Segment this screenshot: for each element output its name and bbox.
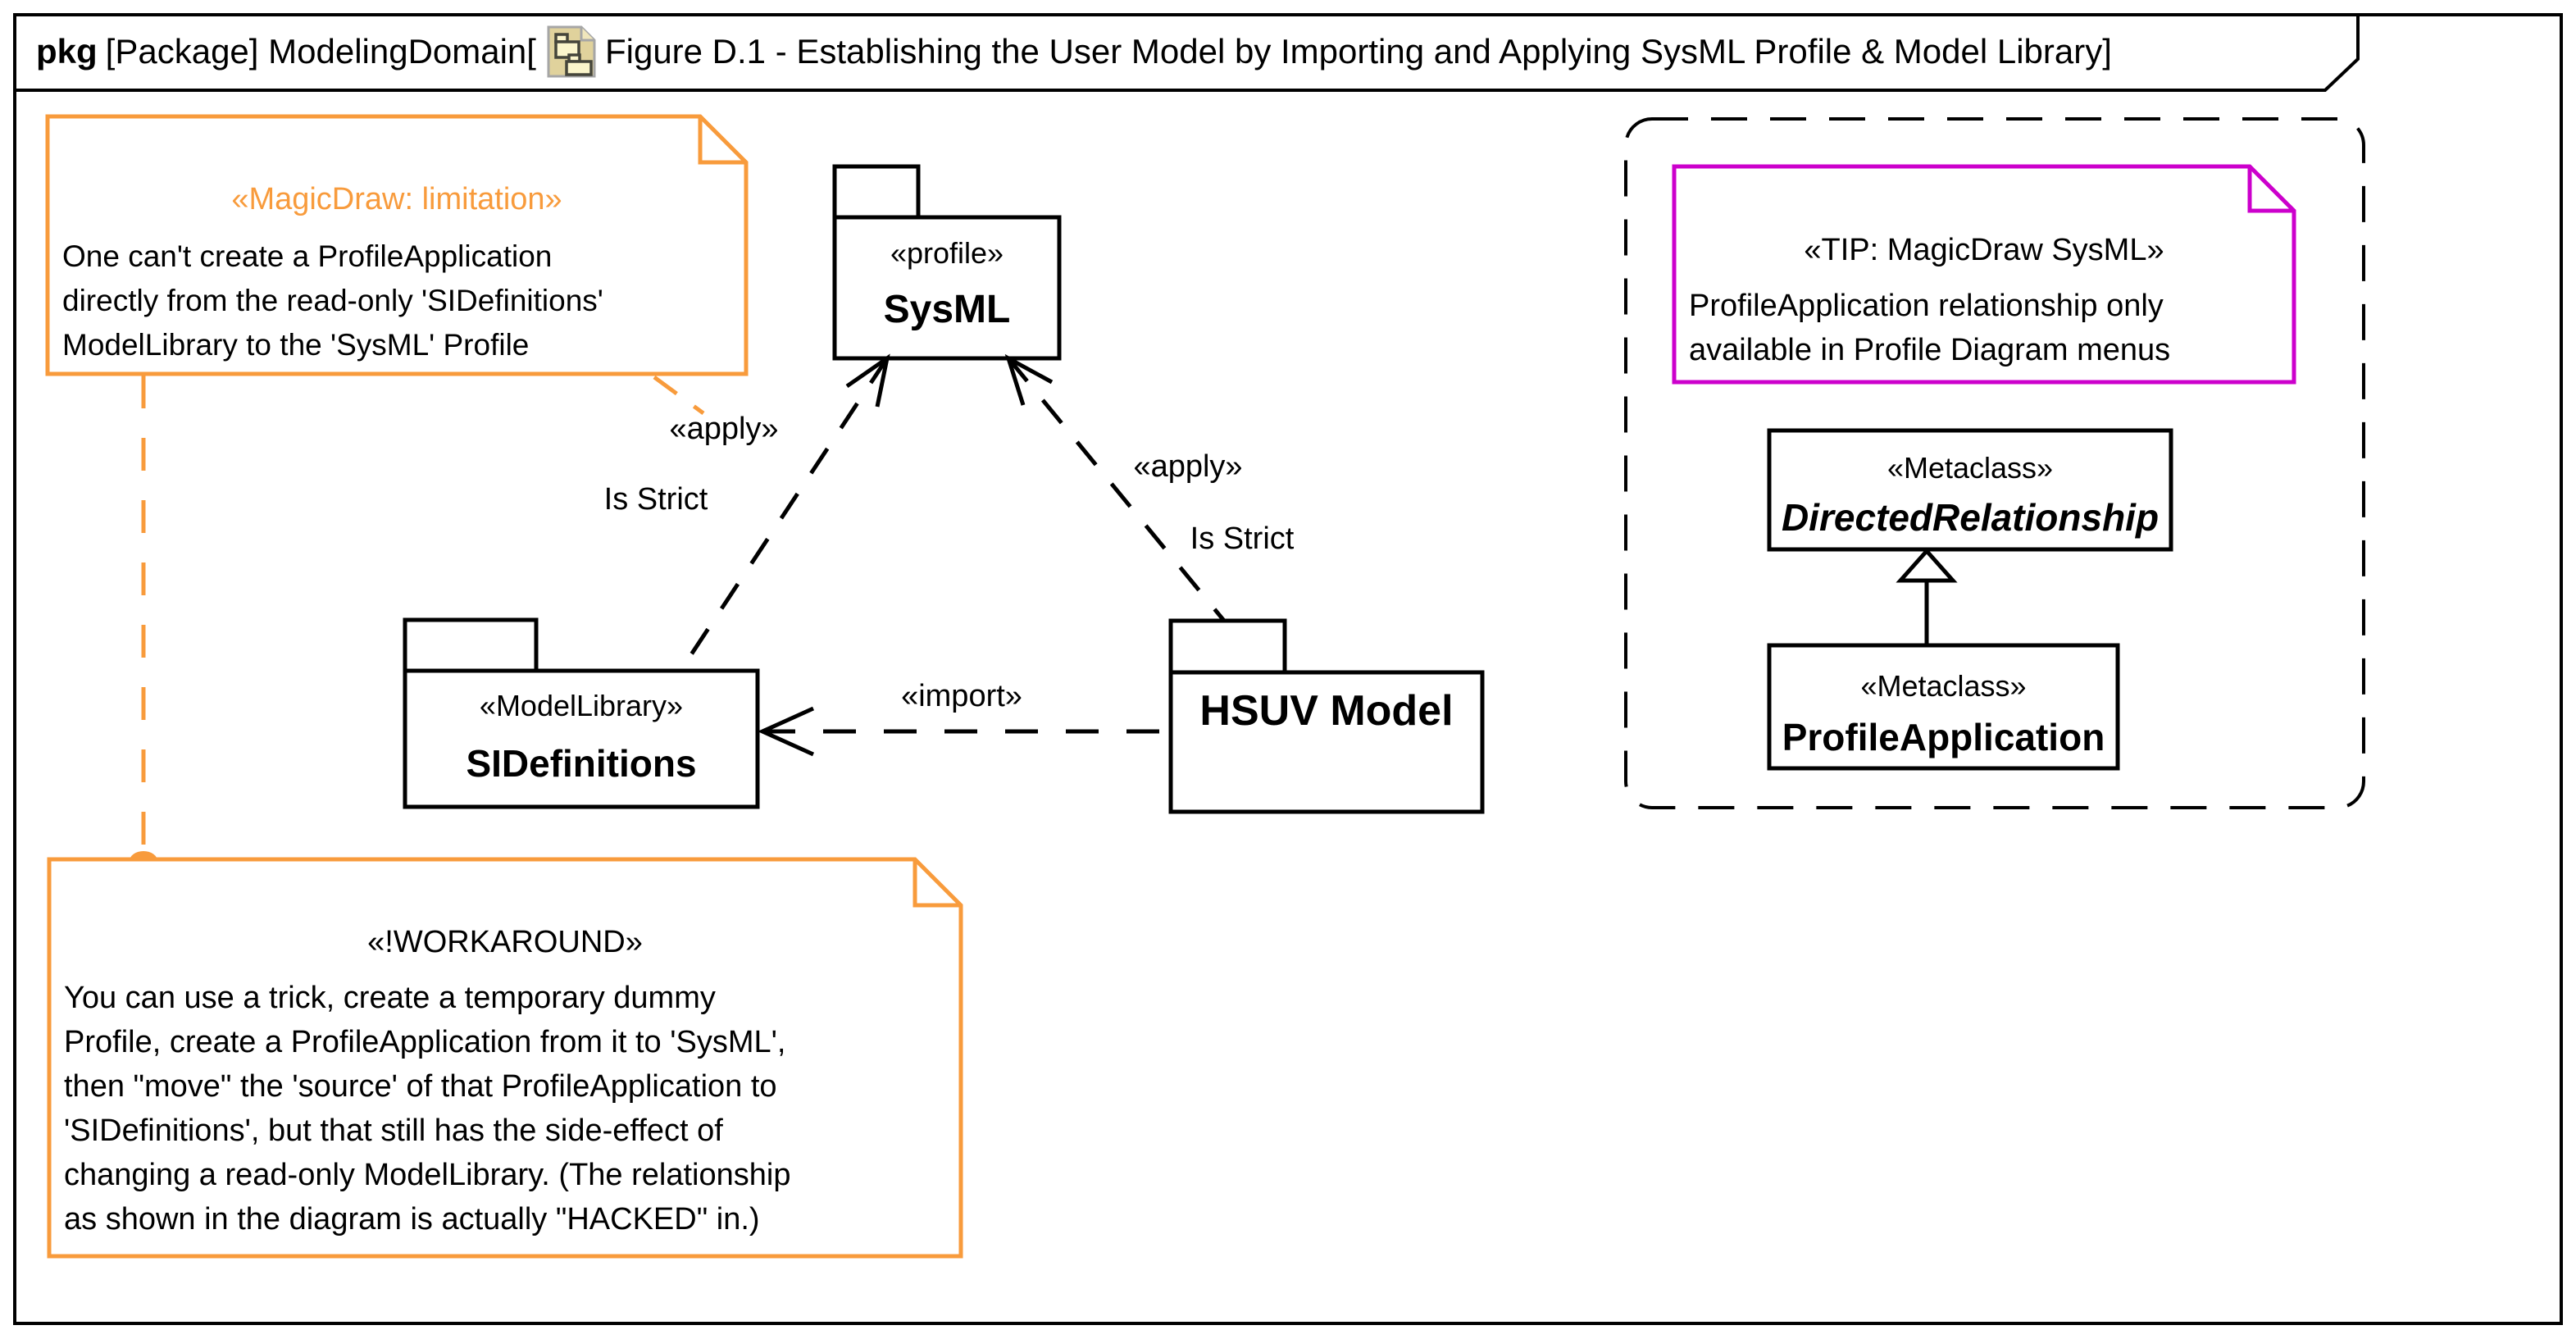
package-diagram-page-icon bbox=[547, 25, 596, 78]
sidefinitions-package-name: SIDefinitions bbox=[466, 742, 697, 785]
sysml-package-name: SysML bbox=[883, 288, 1011, 331]
directed-relationship-class-box[interactable] bbox=[1767, 428, 2173, 552]
import-arrowhead-icon bbox=[757, 706, 815, 757]
diagram-header-prefix: [Package] ModelingDomain[ bbox=[105, 32, 536, 71]
sysml-package-stereotype: «profile» bbox=[890, 236, 1004, 270]
limitation-note-body: One can't create a ProfileApplication di… bbox=[62, 239, 603, 362]
apply-right-stereotype-label: «apply» bbox=[1133, 449, 1243, 484]
hsuv-package-tab[interactable] bbox=[1168, 618, 1287, 675]
apply-right-isstrict-label: Is Strict bbox=[1190, 521, 1295, 556]
apply-left-stereotype-label: «apply» bbox=[669, 412, 779, 446]
workaround-note-body: You can use a trick, create a temporary … bbox=[64, 981, 791, 1237]
tip-group-dashed-container[interactable] bbox=[1624, 117, 2365, 809]
workaround-note-fold-icon bbox=[913, 859, 961, 908]
diagram-kind-keyword: pkg bbox=[36, 32, 98, 71]
limitation-note-shape[interactable] bbox=[45, 114, 749, 376]
apply-left-arrowhead-icon bbox=[845, 353, 890, 408]
frame-header-tab bbox=[13, 13, 2360, 92]
sidefinitions-package-tab[interactable] bbox=[403, 617, 539, 673]
sidefinitions-package-stereotype: «ModelLibrary» bbox=[479, 689, 684, 722]
workaround-note-shape[interactable] bbox=[47, 857, 963, 1259]
note-anchor-line-to-apply[interactable] bbox=[653, 375, 705, 416]
limitation-note-fold-icon bbox=[698, 116, 746, 165]
sidefinitions-package-body[interactable] bbox=[403, 668, 760, 809]
import-stereotype-label: «import» bbox=[901, 679, 1022, 713]
profile-application-stereotype: «Metaclass» bbox=[1860, 669, 2027, 703]
diagram-header: pkg [Package] ModelingDomain[ Figure D.1… bbox=[36, 13, 2112, 90]
tip-note-shape[interactable] bbox=[1672, 164, 2296, 385]
tip-note-body: ProfileApplication relationship only ava… bbox=[1689, 289, 2171, 367]
apply-left-dependency-line[interactable] bbox=[678, 357, 890, 672]
hsuv-package-body[interactable] bbox=[1168, 670, 1485, 814]
apply-left-isstrict-label: Is Strict bbox=[603, 482, 708, 517]
limitation-note-stereotype: «MagicDraw: limitation» bbox=[231, 182, 562, 216]
workaround-note-stereotype: «!WORKAROUND» bbox=[367, 925, 643, 959]
apply-right-dependency-line[interactable] bbox=[1007, 357, 1226, 622]
profile-application-class-box[interactable] bbox=[1767, 643, 2120, 771]
sysml-package-tab[interactable] bbox=[832, 164, 921, 220]
tip-note-fold-icon bbox=[2247, 166, 2294, 213]
directed-relationship-name: DirectedRelationship bbox=[1781, 496, 2160, 539]
directed-relationship-stereotype: «Metaclass» bbox=[1886, 451, 2054, 485]
sysml-package-body[interactable] bbox=[832, 215, 1062, 361]
diagram-header-suffix: Figure D.1 - Establishing the User Model… bbox=[604, 32, 2112, 71]
apply-right-arrowhead-icon bbox=[1004, 353, 1054, 406]
generalization-triangle-icon bbox=[1896, 548, 1958, 583]
profile-application-name: ProfileApplication bbox=[1782, 716, 2105, 758]
hsuv-package-name: HSUV Model bbox=[1199, 687, 1454, 735]
tip-note-stereotype: «TIP: MagicDraw SysML» bbox=[1804, 233, 2164, 267]
